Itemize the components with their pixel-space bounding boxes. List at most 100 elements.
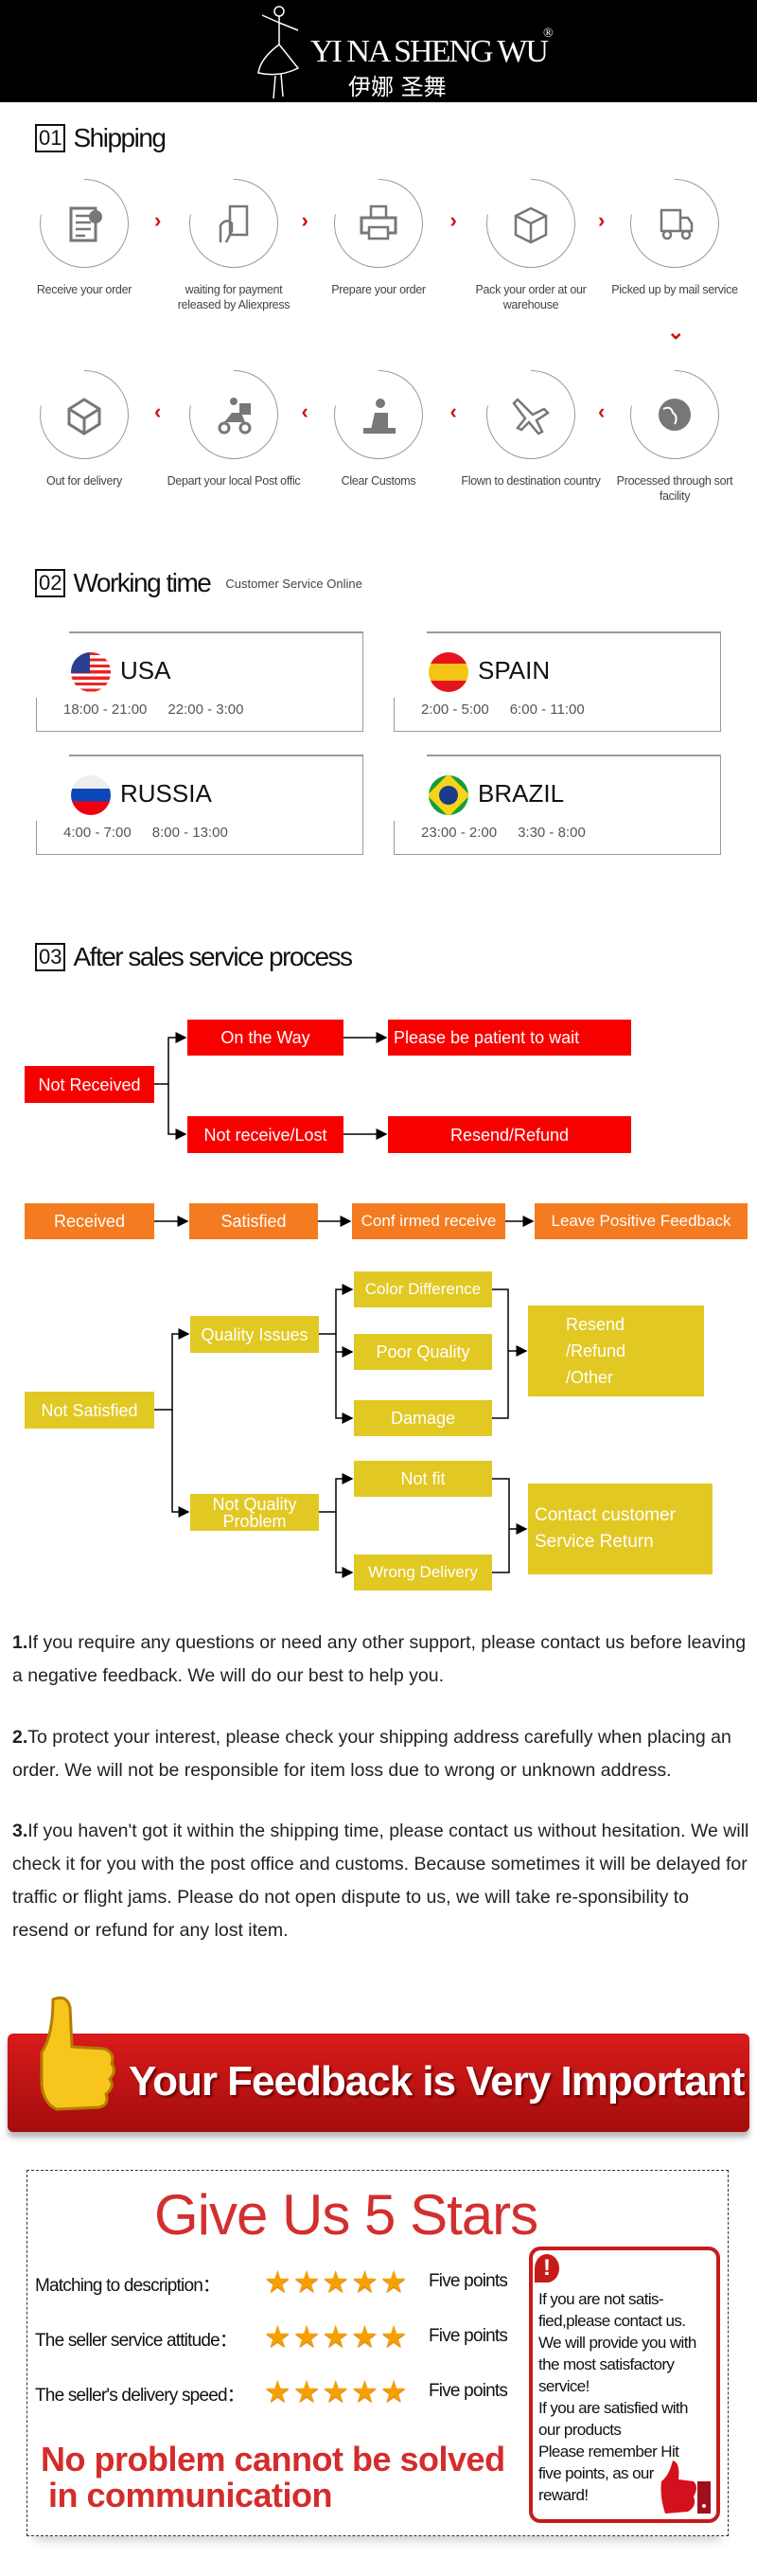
step-label: waiting for payment released by Aliexpre… [177,283,290,311]
step-label: Out for delivery [46,474,122,488]
thumbs-up-icon [40,1996,116,2111]
step-label: Picked up by mail service [611,283,738,296]
damage-box: Damage [354,1400,492,1436]
chevron-left-icon: ‹ [154,400,162,423]
step-icon-circle [189,179,278,268]
flowchart-connectors [154,1032,535,1578]
note-line: fied,please contact us. [538,2312,686,2330]
color-difference-box: Color Difference [354,1271,492,1307]
brand-name: YI NA SHENG WU [310,34,549,69]
step-label: Flown to destination country [461,474,601,488]
rating-label: The seller service attitude： [35,2331,238,2351]
step-label: Receive your order [36,283,132,296]
resend-refund-box: Resend/Refund [388,1116,631,1153]
feedback-banner: Your Feedback is Very Important [8,1996,749,2132]
note-line: our products [538,2421,622,2439]
five-star-rating-icon[interactable]: ★★★★★ [264,2374,410,2408]
rating-points: Five points [429,2381,508,2401]
russia-flag-icon [71,775,111,815]
slogan-line-1: No problem cannot be solved [41,2440,505,2478]
satisfied-box: Satisfied [189,1203,318,1239]
country-name: SPAIN [478,656,551,684]
wrong-delivery-box: Wrong Delivery [354,1554,492,1590]
note-line: If you are satisfied with [538,2399,689,2417]
chevron-down-icon: ⌄ [667,320,685,344]
brand-name-cn: 伊娜 圣舞 [348,74,447,100]
country-name: RUSSIA [120,779,212,808]
open-box-icon [67,398,101,435]
registered-mark: ® [543,27,554,41]
note-line: We will provide you with [538,2334,696,2352]
globe-icon [659,399,691,431]
step-icon-circle [334,370,423,459]
on-the-way-box: On the Way [187,1020,343,1056]
spain-flag-icon [429,652,468,692]
chevron-right-icon: › [301,208,308,232]
quality-issues-box: Quality Issues [190,1316,319,1353]
step-icon-circle [40,179,129,268]
step-label: Depart your local Post offic [167,474,301,488]
rating-label: The seller's delivery speed： [35,2386,245,2406]
box-icon [514,206,548,244]
hand-card-icon [219,204,249,243]
note-line: If you are not satis- [538,2290,664,2308]
not-fit-box: Not fit [354,1461,492,1497]
country-name: BRAZIL [478,779,565,808]
not-quality-problem-box: Not Quality Problem [190,1494,319,1531]
not-satisfied-box: Not Satisfied [25,1392,154,1429]
step-label: Processed through sort facility [616,474,733,503]
note-line: reward! [538,2486,589,2504]
step-icon-circle [334,179,423,268]
step-icon-circle [40,370,129,459]
rating-points: Five points [429,2326,508,2346]
resend-refund-other-box: Resend/Refund/Other [528,1306,704,1396]
step-icon-circle [189,370,278,459]
banner-text: Your Feedback is Very Important [129,2058,745,2105]
note-line: the most satisfactory [538,2355,675,2373]
note-line: five points, as our [538,2464,654,2482]
airplane-icon [512,398,550,435]
dancer-logo-icon [257,6,300,99]
step-icon-circle [630,370,719,459]
received-box: Received [25,1203,154,1239]
customs-officer-icon [363,399,396,434]
note-line: Please remember Hit [538,2443,679,2461]
leave-positive-feedback-box: Leave Positive Feedback [535,1203,748,1239]
thumbs-up-icon [660,2461,711,2514]
chevron-left-icon: ‹ [301,400,308,423]
brazil-flag-icon [429,775,468,815]
poor-quality-box: Poor Quality [354,1334,492,1370]
printer-icon [360,204,397,240]
chevron-right-icon: › [154,208,162,232]
confirmed-receive-box: Conf irmed receive [352,1203,505,1239]
step-icon-circle [630,179,719,268]
patient-box: Please be patient to wait [388,1020,631,1056]
chevron-left-icon: ‹ [598,400,606,423]
rating-points: Five points [429,2271,508,2291]
note-3: 3.If you haven't got it within the shipp… [12,1821,749,1941]
step-icon-circle [486,370,575,459]
step-label: Clear Customs [341,474,416,488]
scooter-icon [218,398,252,435]
clipboard-check-icon [69,206,102,242]
five-star-rating-icon[interactable]: ★★★★★ [264,2319,410,2354]
truck-icon [660,208,694,240]
chevron-right-icon: › [449,208,457,232]
five-star-rating-icon[interactable]: ★★★★★ [264,2265,410,2299]
chevron-right-icon: › [598,208,606,232]
step-label: Prepare your order [331,283,426,296]
country-name: USA [120,656,171,684]
not-received-box: Not Received [25,1066,154,1103]
lost-box: Not receive/Lost [187,1116,343,1153]
note-line: service! [538,2377,590,2395]
note-2: 2.To protect your interest, please check… [12,1727,731,1781]
